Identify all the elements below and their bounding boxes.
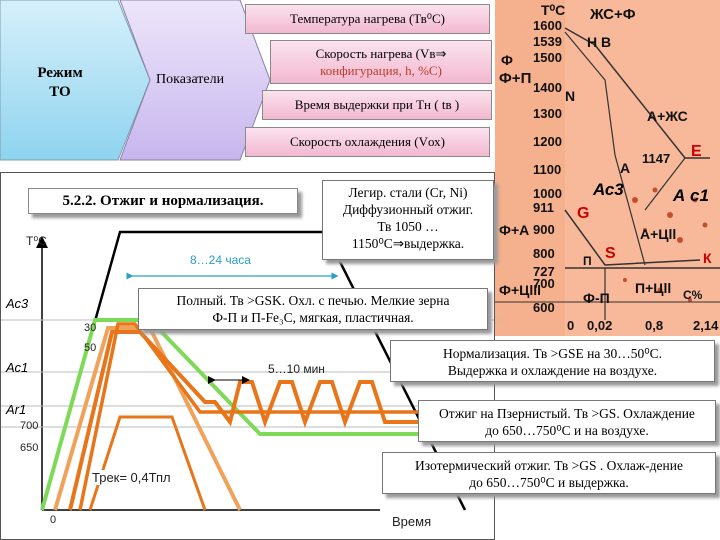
- row-heating-speed-line2: конфигурация, h, %С): [320, 63, 442, 78]
- interval-label: 5…10 мин: [268, 362, 325, 376]
- callout-line: 1150⁰С⇒выдержка.: [351, 236, 465, 251]
- phase-x-tick: 0,02: [587, 318, 613, 333]
- phase-temp-tick: 1539: [533, 34, 562, 49]
- phase-label-a: А: [620, 160, 631, 176]
- phase-temp-tick: 900: [533, 222, 555, 237]
- ac1-label: Ас1: [6, 360, 29, 375]
- callout-line: Диффузионный отжиг.: [342, 202, 474, 217]
- t700-label: 700: [20, 420, 39, 432]
- phase-corner-label: Т⁰С: [541, 2, 566, 18]
- regime-title: Режим ТО: [20, 64, 100, 102]
- callout-isothermal-annealing: Изотермический отжиг. Тв >GS . Охлаж-ден…: [382, 452, 716, 494]
- phase-label-azh: А+ЖС: [647, 108, 688, 124]
- row-cooling-speed-text: Скорость охлаждения (Vох): [290, 134, 445, 149]
- callout-incomplete-annealing: Отжиг на Пзернистый. Тв >GS. Охлаждение д…: [418, 400, 716, 442]
- indicators-label: Показатели: [156, 72, 225, 87]
- callout-normalization: Нормализация. Тв >GSE на 30…50⁰С. Выдержк…: [390, 340, 715, 382]
- phase-label-fa: Ф+А: [499, 222, 530, 238]
- phase-x-tick: 0,8: [645, 318, 664, 333]
- origin-label: 0: [50, 514, 57, 526]
- ar1-label: Аr1: [6, 402, 27, 417]
- callout-diffusion-annealing: Легир. стали (Cr, Ni) Диффузионный отжиг.…: [322, 180, 494, 260]
- row-heating-speed: Скорость нагрева (Vв⇒ конфигурация, h, %…: [270, 40, 492, 84]
- callout-line: Изотермический отжиг. Тв >GS . Охлаж-ден…: [415, 458, 683, 473]
- phase-temp-tick: 1000: [533, 186, 562, 201]
- ac3-label: Ас3: [6, 296, 29, 311]
- phase-temp-tick: 727: [533, 264, 555, 279]
- offset-50: 50: [84, 342, 97, 354]
- phase-temp-tick: 1100: [533, 162, 562, 177]
- phase-temp-tick: 1400: [533, 80, 562, 95]
- regime-title-line1: Режим: [37, 65, 83, 81]
- phase-temp-tick: 800: [533, 246, 555, 261]
- phase-temp-tick: 600: [533, 300, 555, 315]
- callout-line: Ф-П и П-Fe₃С, мягкая, пластичная.: [212, 310, 414, 325]
- phase-diagram-lines: [495, 0, 720, 336]
- phase-label-n: N: [565, 88, 576, 104]
- offset-30: 30: [84, 322, 97, 334]
- row-cooling-speed: Скорость охлаждения (Vох): [245, 127, 490, 157]
- phase-label-fp: Ф+П: [499, 70, 532, 87]
- phase-ac3-label: Ас3: [593, 180, 624, 199]
- row-hold-time-text: Время выдержки при Тн ( tв ): [294, 97, 460, 112]
- phase-temp-tick: 700: [533, 276, 555, 291]
- phase-temp-tick: 1500: [533, 50, 562, 65]
- recr-label: Трек= 0,4Тпл: [92, 470, 171, 485]
- phase-point-e: E: [691, 143, 702, 160]
- callout-line: Отжиг на Пзернистый. Тв >GS. Охлаждение: [439, 406, 695, 421]
- phase-label-p: П: [583, 254, 592, 268]
- header-chevrons: [0, 0, 271, 161]
- phase-label-fpp: Ф-П: [583, 290, 610, 306]
- phase-x-tick: 2,14: [693, 318, 719, 333]
- phase-label-pc: П+Цll: [635, 280, 672, 296]
- phase-temp-tick: 1600: [533, 18, 562, 33]
- phase-x-tick: 0: [567, 318, 575, 333]
- phase-point-g: G: [577, 205, 590, 222]
- callout-full-annealing: Полный. Тв >GSK. Охл. с печью. Мелкие зе…: [138, 288, 488, 330]
- t650-label: 650: [20, 442, 39, 454]
- callout-line: до 650…750⁰С и выдержка.: [469, 475, 629, 490]
- row-heating-temp-text: Температура нагрева (Тв⁰С): [290, 11, 445, 26]
- callout-line: Нормализация. Тв >GSE на 30…50⁰С.: [443, 346, 662, 361]
- row-heating-temp: Температура нагрева (Тв⁰С): [245, 4, 490, 34]
- callout-line: Тв 1050 …: [377, 219, 439, 234]
- phase-label-cpct: С%: [683, 288, 703, 302]
- callout-line: Выдержка и охлаждение на воздухе.: [447, 363, 658, 378]
- phase-temp-tick: 911: [533, 200, 554, 215]
- row-hold-time: Время выдержки при Тн ( tв ): [262, 90, 492, 120]
- phase-label-f: Ф: [501, 52, 513, 68]
- phase-label-hb: Н В: [587, 34, 612, 50]
- phase-label-fc: Ф+Цlll: [499, 282, 542, 298]
- phase-temp-tick: 1300: [533, 106, 562, 121]
- phase-point-k: К: [703, 250, 712, 266]
- row-heating-speed-line1: Скорость нагрева (Vв⇒: [315, 46, 447, 61]
- phase-point-s: S: [605, 245, 616, 262]
- phase-acm-label: А с1: [673, 186, 709, 205]
- hold-label: 8…24 часа: [190, 253, 251, 267]
- y-axis-label: Т⁰С: [26, 234, 47, 248]
- callout-line: Полный. Тв >GSK. Охл. с печью. Мелкие зе…: [176, 293, 450, 308]
- phase-label-ac: А+Цll: [640, 226, 677, 242]
- callout-line: до 650…750⁰С и на воздухе.: [485, 423, 649, 438]
- phase-temp-tick: 1200: [533, 134, 562, 149]
- phase-point-1147: 1147: [642, 151, 671, 166]
- regime-title-line2: ТО: [49, 84, 71, 100]
- section-title: 5.2.2. Отжиг и нормализация.: [28, 188, 298, 214]
- phase-label-zhf: ЖС+Ф: [590, 6, 636, 23]
- x-axis-label: Время: [392, 514, 432, 529]
- callout-line: Легир. стали (Cr, Ni): [348, 185, 468, 200]
